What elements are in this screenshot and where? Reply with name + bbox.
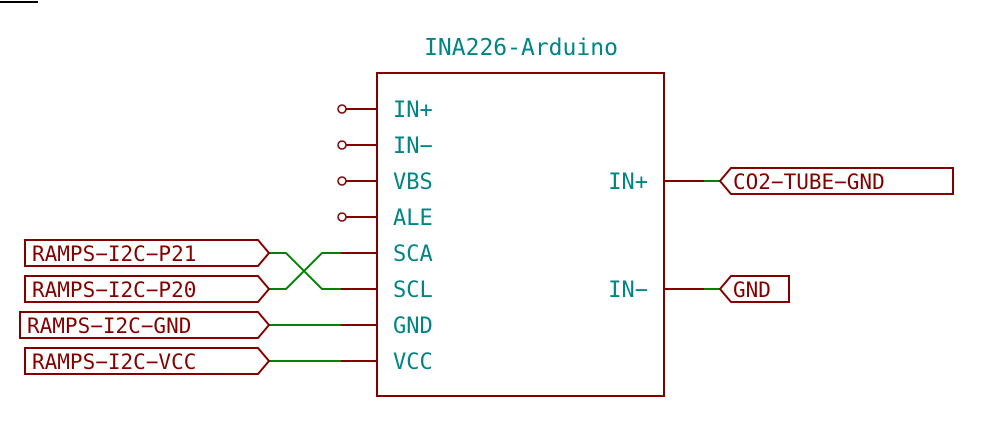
pin-name-right-in-plus: IN+ (608, 170, 648, 195)
wire-p20-to-sca[interactable] (269, 252, 341, 290)
net-label-ramps-i2c-p20[interactable]: RAMPS−I2C−P20 (24, 275, 271, 303)
net-label-text: RAMPS−I2C−P21 (32, 242, 196, 266)
unconnected-pins (337, 104, 377, 222)
pin-name-sca: SCA (393, 242, 433, 267)
net-label-co2-tube-gnd[interactable]: CO2−TUBE−GND (718, 167, 954, 195)
pin-stub-in-plus[interactable] (337, 104, 377, 114)
net-label-text: RAMPS−I2C−GND (27, 314, 191, 338)
right-pin-names: IN+ IN− (608, 170, 648, 303)
pin-name-vcc: VCC (393, 350, 433, 375)
net-label-text: RAMPS−I2C−P20 (32, 278, 196, 302)
left-connected-pin-stubs (341, 252, 377, 362)
left-net-labels: RAMPS−I2C−P21 RAMPS−I2C−P20 RAMPS−I2C−GN… (19, 239, 271, 375)
net-label-text: GND (733, 278, 771, 302)
pin-stub-ale[interactable] (337, 212, 377, 222)
component-body[interactable] (376, 72, 665, 397)
pin-stub-in-minus[interactable] (337, 140, 377, 150)
right-pin-stubs (664, 180, 704, 290)
net-label-ramps-i2c-p21[interactable]: RAMPS−I2C−P21 (24, 239, 271, 267)
pin-stub-vbs[interactable] (337, 176, 377, 186)
wires (269, 180, 720, 362)
pin-name-vbs: VBS (393, 170, 433, 195)
pin-name-ale: ALE (393, 206, 433, 231)
right-net-labels: CO2−TUBE−GND GND (718, 167, 954, 303)
left-pin-names: IN+ IN− VBS ALE SCA SCL GND VCC (393, 98, 433, 375)
net-label-text: RAMPS−I2C−VCC (32, 350, 196, 374)
pin-name-right-in-minus: IN− (608, 278, 648, 303)
net-label-gnd[interactable]: GND (718, 275, 790, 303)
net-label-ramps-i2c-gnd[interactable]: RAMPS−I2C−GND (19, 311, 271, 339)
pin-name-in-minus: IN− (393, 134, 433, 159)
pin-name-scl: SCL (393, 278, 433, 303)
net-label-ramps-i2c-vcc[interactable]: RAMPS−I2C−VCC (24, 347, 271, 375)
component-title: INA226-Arduino (424, 35, 618, 61)
pin-name-in-plus: IN+ (393, 98, 433, 123)
pin-name-gnd: GND (393, 314, 433, 339)
net-label-text: CO2−TUBE−GND (733, 170, 885, 194)
